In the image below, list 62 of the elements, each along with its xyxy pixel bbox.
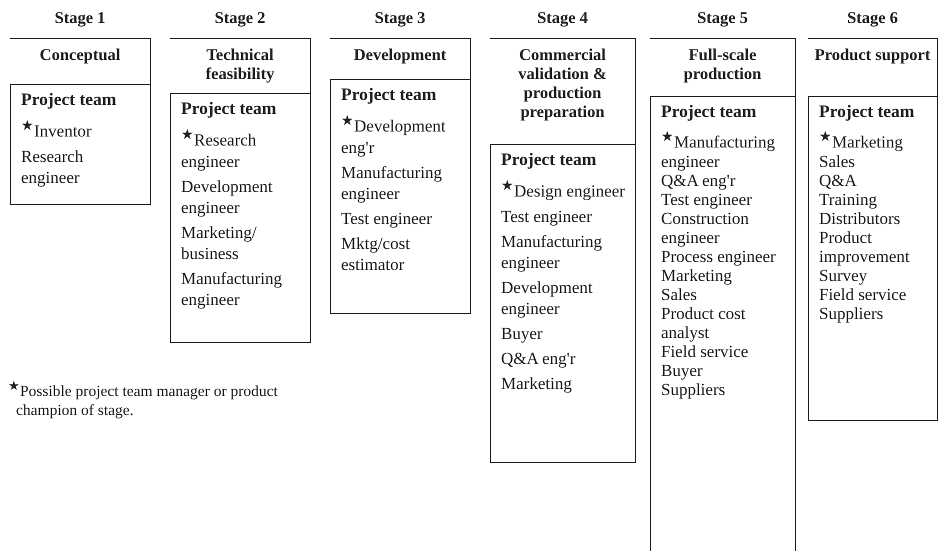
- role-text: Test engineer: [341, 208, 433, 229]
- team-panel: [808, 96, 938, 421]
- stage-title: Technical feasibility: [204, 44, 276, 83]
- team-panel: [10, 84, 151, 205]
- role-text: Manufacturing engineer: [181, 268, 284, 310]
- role-text: Test engineer: [501, 206, 593, 227]
- team-heading: Project team: [181, 98, 278, 119]
- stage-title: Full-scale production: [682, 44, 762, 83]
- team-heading: Project team: [819, 101, 916, 122]
- stage-label: Stage 5: [696, 8, 749, 27]
- role-text: Product cost analyst: [661, 304, 747, 342]
- role-text: Q&A: [819, 170, 858, 190]
- team-heading: Project team: [501, 149, 598, 170]
- role-text: $^{★}$Development eng'r: [341, 112, 447, 158]
- role-text: Marketing: [501, 372, 573, 394]
- role-text: Buyer: [661, 360, 704, 380]
- role-text: Manufacturing engineer: [341, 162, 444, 204]
- role-text: Survey: [819, 266, 868, 285]
- role-text: Suppliers: [819, 304, 884, 323]
- role-text: Sales: [819, 152, 856, 171]
- team-panel: [490, 144, 636, 463]
- role-text: Buyer: [501, 322, 544, 344]
- role-text: Product improvement: [819, 228, 911, 266]
- role-text: $^{★}$Research engineer: [181, 126, 258, 172]
- stage-label: Stage 1: [54, 8, 106, 27]
- role-text: Sales: [661, 284, 697, 304]
- footnote: $^{★}$Possible project team manager or product champion of stage.: [8, 377, 279, 420]
- role-text: Research engineer: [21, 146, 84, 188]
- role-text: Marketing: [661, 266, 732, 285]
- role-text: Development engineer: [181, 176, 274, 218]
- role-text: Q&A eng'r: [501, 348, 576, 369]
- role-text: Test engineer: [661, 190, 753, 209]
- stage-label: Stage 2: [214, 8, 266, 27]
- team-panel: [170, 93, 311, 343]
- role-text: Mktg/cost estimator: [341, 232, 411, 275]
- role-text: Field service: [661, 342, 750, 361]
- role-text: $^{★}$Marketing: [819, 128, 904, 152]
- stage-label: Stage 4: [536, 8, 589, 27]
- stage-label: Stage 3: [374, 8, 426, 27]
- stage-title: Conceptual: [38, 44, 122, 64]
- role-text: $^{★}$Inventor: [21, 117, 93, 142]
- role-text: $^{★}$Design engineer: [501, 177, 626, 202]
- role-text: Distributors: [819, 208, 902, 228]
- stage-title: Development: [352, 44, 448, 64]
- stage-title: Product support: [814, 44, 932, 64]
- stage-title: Commercial validation & production preparation: [517, 44, 608, 121]
- role-text: Field service: [819, 284, 908, 304]
- team-heading: Project team: [341, 84, 438, 105]
- role-text: Construction engineer: [661, 208, 749, 247]
- role-text: Suppliers: [661, 380, 726, 399]
- stage-label: Stage 6: [846, 8, 899, 27]
- team-panel: [330, 79, 471, 314]
- role-text: Development engineer: [501, 276, 594, 319]
- role-text: Training: [819, 190, 878, 209]
- team-heading: Project team: [661, 101, 758, 122]
- team-panel: [650, 96, 796, 551]
- team-heading: Project team: [21, 89, 118, 110]
- role-text: Manufacturing engineer: [501, 230, 604, 273]
- role-text: Marketing/ business: [181, 222, 258, 264]
- role-text: $^{★}$Manufacturing engineer: [661, 128, 776, 171]
- role-text: Process engineer: [661, 246, 777, 266]
- role-text: Q&A eng'r: [661, 170, 736, 190]
